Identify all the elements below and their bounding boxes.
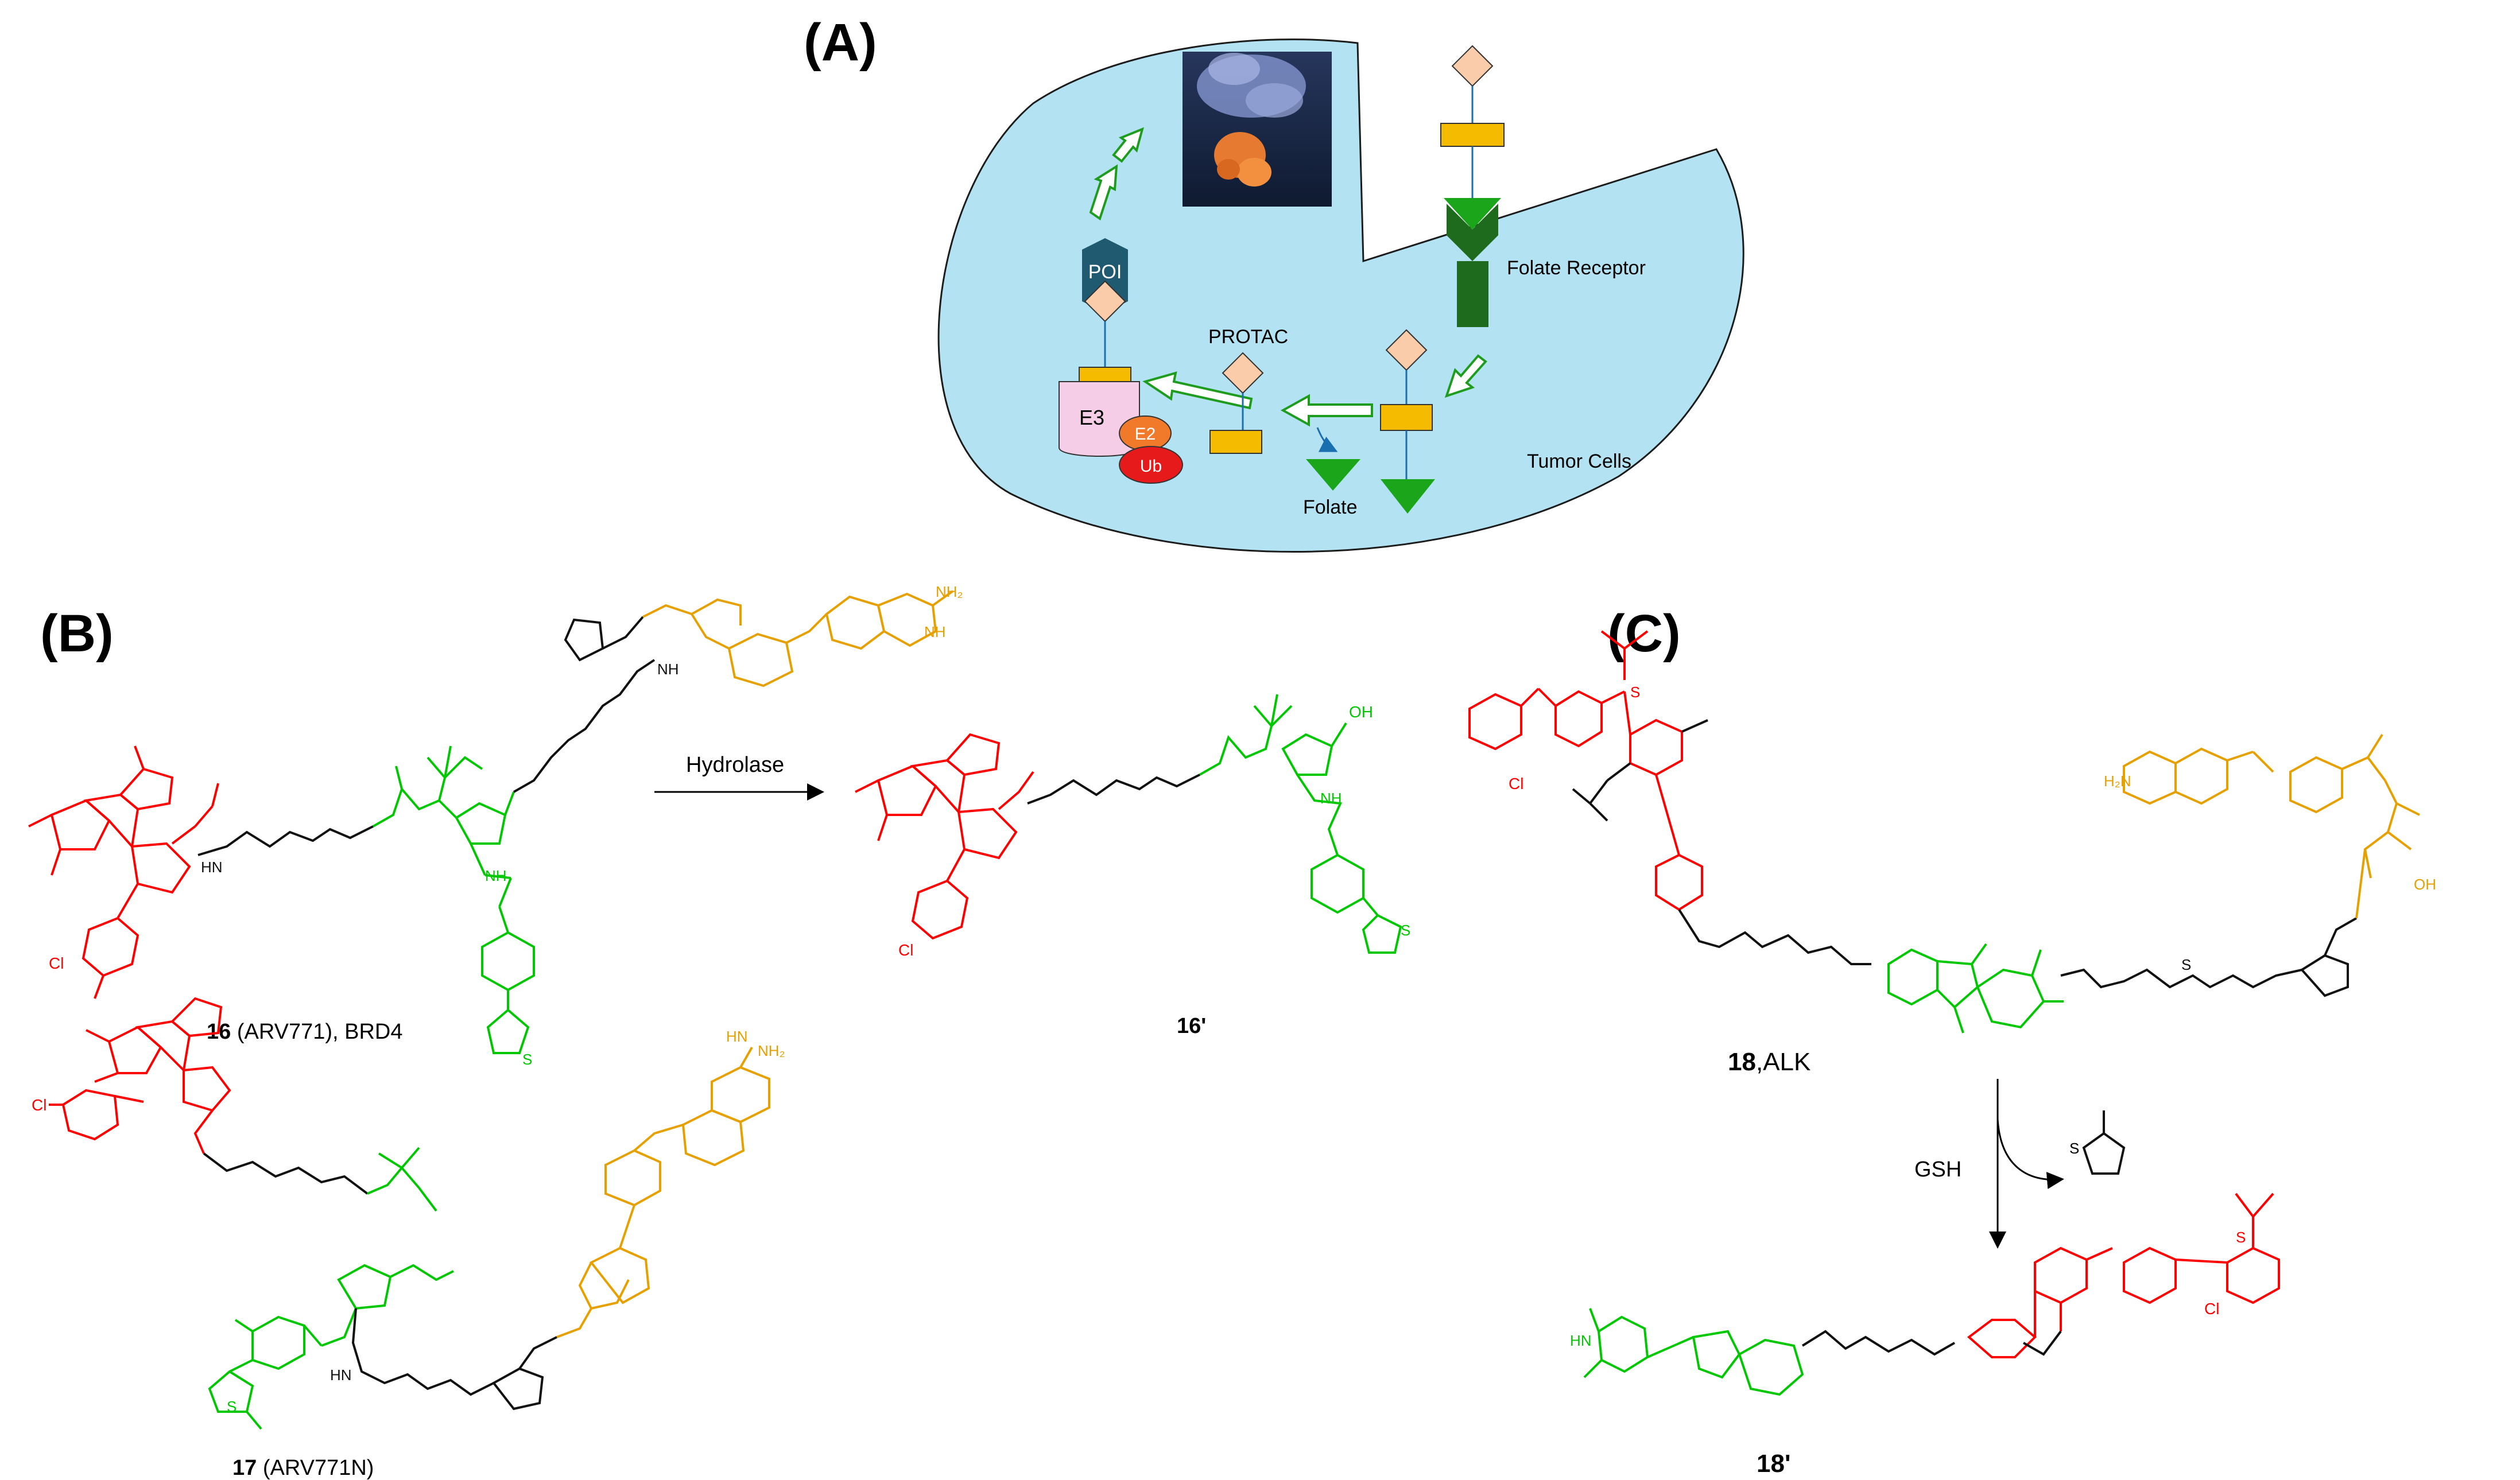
oxathiolanone-s: S bbox=[2069, 1140, 2079, 1157]
bound-folate-triangle bbox=[1444, 198, 1501, 230]
compound-18p-structure bbox=[1583, 1192, 2280, 1396]
internal-linker-bar bbox=[1380, 404, 1433, 431]
panel-a-label: (A) bbox=[804, 13, 877, 72]
ub-ellipse bbox=[1119, 446, 1183, 484]
compound-18p-caption: 18' bbox=[1757, 1450, 1790, 1478]
compound-16p-oh: OH bbox=[1349, 703, 1373, 721]
compound-16p-cl: Cl bbox=[898, 941, 913, 959]
compound-18-h2n: H₂N bbox=[2104, 772, 2131, 790]
compound-18-gold-moiety bbox=[2123, 733, 2420, 919]
protac-linker-bar bbox=[1209, 430, 1262, 454]
compound-16p-caption: 16' bbox=[1177, 1014, 1206, 1038]
compound-16-caption: 16 (ARV771), BRD4 bbox=[207, 1020, 402, 1044]
extracellular-warhead-diamond bbox=[1451, 45, 1494, 87]
compound-16-nh-4: NH bbox=[485, 867, 507, 884]
compound-16-s: S bbox=[522, 1051, 532, 1068]
compound-18-green-moiety bbox=[1887, 943, 2064, 1034]
internal-folate-triangle bbox=[1381, 479, 1435, 514]
hydrolase-label: Hydrolase bbox=[686, 753, 784, 777]
compound-17-cl: Cl bbox=[32, 1096, 46, 1114]
compound-16-structure bbox=[28, 590, 954, 1054]
folate-receptor bbox=[1447, 204, 1498, 261]
compound-18-caption: 18,ALK bbox=[1728, 1048, 1810, 1076]
compound-16-cl: Cl bbox=[49, 954, 64, 972]
e3-label: E3 bbox=[1079, 406, 1104, 429]
arrow-to-e3 bbox=[1142, 371, 1253, 410]
compound-18-cl: Cl bbox=[1509, 775, 1523, 793]
compound-16-gold-moiety bbox=[642, 590, 954, 687]
protac-label: PROTAC bbox=[1208, 326, 1288, 348]
ub-label: Ub bbox=[1140, 457, 1162, 476]
compound-17-structure bbox=[49, 997, 770, 1430]
compound-16-red-moiety bbox=[28, 745, 219, 999]
panel-b: (B) bbox=[28, 583, 1410, 1480]
compound-16p-nh: NH bbox=[1320, 790, 1342, 807]
extracellular-linker-bar bbox=[1440, 123, 1505, 147]
compound-18-oh: OH bbox=[2414, 876, 2436, 893]
compound-18-s-2: S bbox=[2181, 956, 2191, 973]
proteasome-image bbox=[1183, 52, 1332, 207]
compound-18p-hn: HN bbox=[1570, 1332, 1592, 1349]
compound-18p-s: S bbox=[2236, 1229, 2246, 1246]
poi-label: POI bbox=[1088, 261, 1122, 283]
protac-linker-bar-a bbox=[1079, 367, 1131, 382]
gsh-side-arrow bbox=[1996, 1118, 2064, 1189]
e2-label: E2 bbox=[1135, 425, 1156, 444]
folate-receptor-stem bbox=[1457, 261, 1488, 327]
compound-16-upper-linker bbox=[513, 659, 656, 793]
compound-16-nh-2: NH bbox=[657, 661, 679, 678]
compound-16-linker bbox=[197, 825, 374, 856]
endocytosis-arrow bbox=[1444, 354, 1487, 398]
oxathiolanone-byproduct bbox=[2082, 1110, 2126, 1175]
compound-16p-structure bbox=[855, 694, 1402, 954]
folate-label: Folate bbox=[1303, 496, 1358, 518]
panel-b-label: (B) bbox=[40, 604, 114, 663]
tumor-cells-label: Tumor Cells bbox=[1527, 450, 1631, 472]
compound-18-red-moiety bbox=[1468, 630, 1703, 911]
compound-17-hn: HN bbox=[330, 1366, 352, 1384]
compound-16-nh2: NH₂ bbox=[936, 583, 963, 600]
compound-17-s: S bbox=[227, 1398, 237, 1415]
panel-c: (C) bbox=[1468, 604, 2436, 1478]
degradation-arrows bbox=[1089, 127, 1144, 221]
compound-17-nh2: NH₂ bbox=[758, 1042, 785, 1059]
compound-16-nh: HN bbox=[201, 859, 223, 876]
cleavage-arrow bbox=[1316, 427, 1338, 452]
panel-a: (A) POI E3 E2 Ub bbox=[804, 13, 1744, 553]
compound-16p-s: S bbox=[1401, 922, 1410, 939]
arrow-to-protac bbox=[1280, 394, 1373, 427]
released-folate-triangle bbox=[1306, 459, 1360, 491]
compound-16-nh-3: NH bbox=[924, 623, 946, 640]
compound-18-structure bbox=[1468, 630, 2420, 1034]
compound-16-green-moiety bbox=[373, 745, 535, 1054]
compound-18p-cl: Cl bbox=[2204, 1300, 2219, 1318]
gsh-label: GSH bbox=[1914, 1157, 1961, 1182]
compound-17-caption: 17 (ARV771N) bbox=[232, 1456, 374, 1480]
folate-receptor-label: Folate Receptor bbox=[1507, 257, 1646, 279]
compound-17-nh: HN bbox=[726, 1028, 748, 1045]
compound-18-s: S bbox=[1630, 683, 1640, 701]
